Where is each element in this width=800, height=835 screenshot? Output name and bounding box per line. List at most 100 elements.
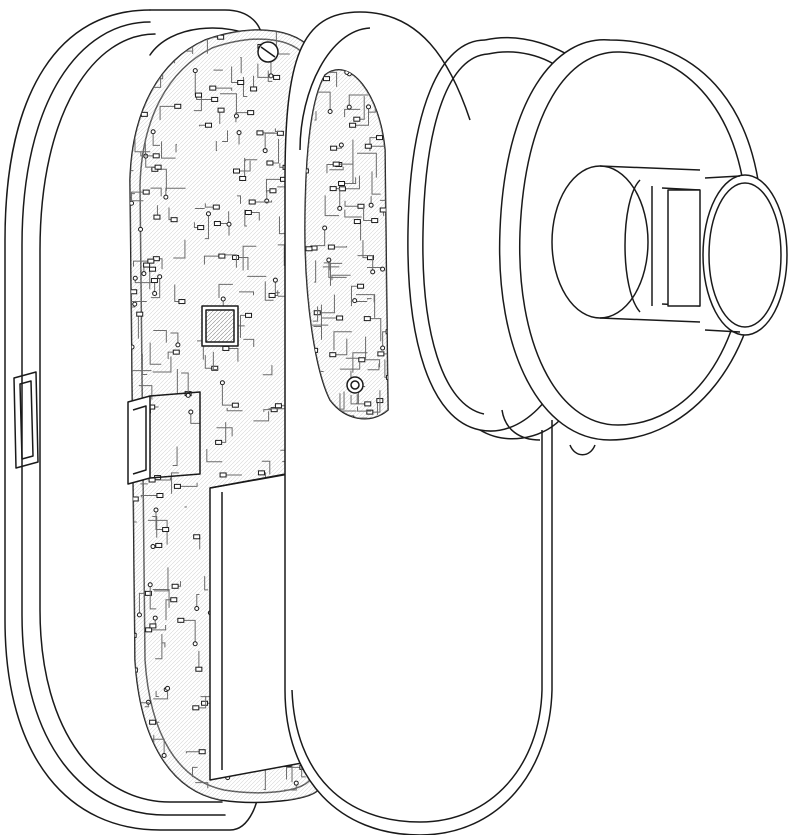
pcb-trace: [361, 359, 381, 368]
smd-component: [332, 161, 340, 167]
smd-component: [171, 583, 179, 589]
smd-component: [353, 116, 361, 122]
pcb-trace: [314, 260, 317, 283]
smd-component: [147, 258, 155, 264]
smd-component: [195, 666, 203, 672]
pcb-trace: [221, 382, 236, 406]
smd-component: [330, 145, 338, 151]
smd-component: [268, 292, 276, 298]
pcb-via: [188, 409, 194, 415]
smd-component: [209, 85, 217, 91]
smd-component: [162, 527, 170, 533]
smd-component: [170, 217, 178, 223]
pcb-trace: [244, 159, 258, 162]
smd-component: [366, 409, 374, 415]
pcb-trace: [274, 128, 282, 133]
smd-component: [156, 492, 164, 498]
pcb-trace: [130, 193, 135, 217]
pcb-trace: [172, 446, 178, 466]
pcb-trace: [131, 347, 152, 372]
pcb-trace: [244, 209, 248, 227]
pcb-trace: [219, 93, 237, 116]
pcb-trace: [148, 625, 167, 631]
pcb-via: [161, 752, 167, 758]
smd-component: [349, 122, 357, 128]
microcontroller-chip: [201, 305, 239, 347]
pcb-trace: [181, 372, 189, 396]
pcb-trace: [196, 593, 200, 609]
smd-component: [153, 214, 161, 220]
smd-component: [170, 597, 178, 603]
pcb-trace: [324, 195, 340, 217]
pcb-trace: [264, 281, 274, 301]
smd-component: [145, 627, 153, 633]
pcb-trace: [267, 70, 273, 82]
pcb-trace: [329, 166, 344, 171]
pcb-trace: [262, 365, 273, 376]
pcb-trace: [141, 354, 148, 375]
pcb-via: [194, 605, 200, 611]
pcb-via: [192, 68, 198, 74]
pcb-via: [272, 277, 278, 283]
pcb-trace: [149, 342, 162, 365]
pcb-via: [150, 544, 156, 550]
pcb-via: [346, 104, 352, 110]
pcb-via: [147, 582, 153, 588]
rear-housing: [4, 9, 263, 831]
pcb-trace: [195, 782, 209, 789]
smd-component: [218, 253, 226, 259]
pcb-via: [326, 257, 332, 263]
smd-component: [193, 534, 201, 540]
pcb-trace: [367, 363, 380, 371]
pcb-trace: [130, 170, 134, 196]
smd-component: [177, 617, 185, 623]
knob-shaft: [551, 165, 701, 323]
smd-component: [377, 351, 385, 357]
pcb-trace: [239, 291, 255, 296]
pcb-via: [368, 202, 374, 208]
pcb-trace: [240, 57, 242, 74]
smd-component: [222, 345, 230, 351]
smd-component: [219, 472, 227, 478]
pcb-trace: [322, 266, 340, 268]
pcb-via: [262, 148, 268, 154]
smd-component: [152, 153, 160, 159]
smd-component: [204, 122, 212, 128]
smd-component: [385, 329, 388, 335]
pcb-trace: [342, 175, 360, 190]
pcb-via: [136, 612, 142, 618]
smd-component: [146, 76, 154, 82]
pcb-trace: [261, 460, 271, 475]
pcb-trace: [243, 338, 255, 347]
pcb-via: [157, 274, 163, 280]
pcb-trace: [248, 212, 260, 221]
pcb-trace: [328, 259, 347, 278]
smd-component: [266, 160, 274, 166]
pcb-trace: [350, 394, 368, 405]
pcb-via: [175, 342, 181, 348]
pcb-trace: [352, 352, 368, 373]
smd-component: [198, 749, 206, 755]
smd-component: [142, 189, 150, 195]
pcb-via: [327, 108, 333, 114]
pcb-trace: [274, 280, 280, 294]
pcb-via: [132, 275, 138, 281]
smd-component: [269, 188, 277, 194]
smd-component: [323, 76, 331, 82]
smd-component: [232, 254, 240, 260]
pcb-trace: [237, 195, 242, 204]
smd-component: [149, 623, 157, 629]
pcb-trace: [348, 94, 369, 108]
pcb-trace: [153, 329, 167, 343]
smd-component: [151, 37, 159, 43]
pcb-via: [322, 225, 328, 231]
pcb-trace: [130, 611, 132, 625]
smd-component: [336, 315, 344, 321]
pcb-trace: [357, 406, 372, 412]
pcb-trace: [355, 394, 358, 404]
pcb-trace: [185, 751, 203, 754]
pcb-trace: [331, 246, 348, 248]
pcb-trace: [180, 619, 196, 644]
